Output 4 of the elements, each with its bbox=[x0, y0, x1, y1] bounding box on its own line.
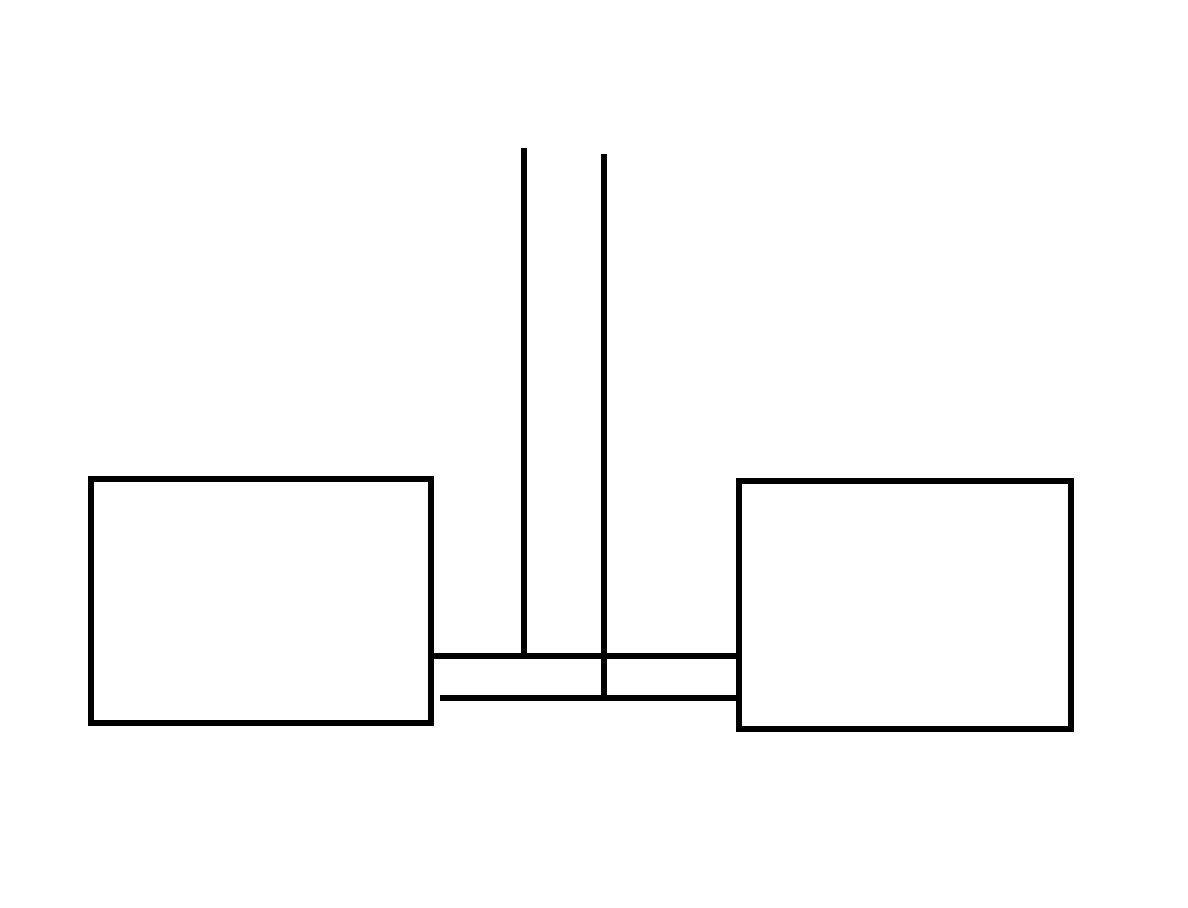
connector-line bbox=[440, 695, 736, 701]
rectangle-box bbox=[88, 476, 434, 726]
connector-line bbox=[434, 653, 736, 659]
rectangle-box bbox=[736, 478, 1074, 732]
